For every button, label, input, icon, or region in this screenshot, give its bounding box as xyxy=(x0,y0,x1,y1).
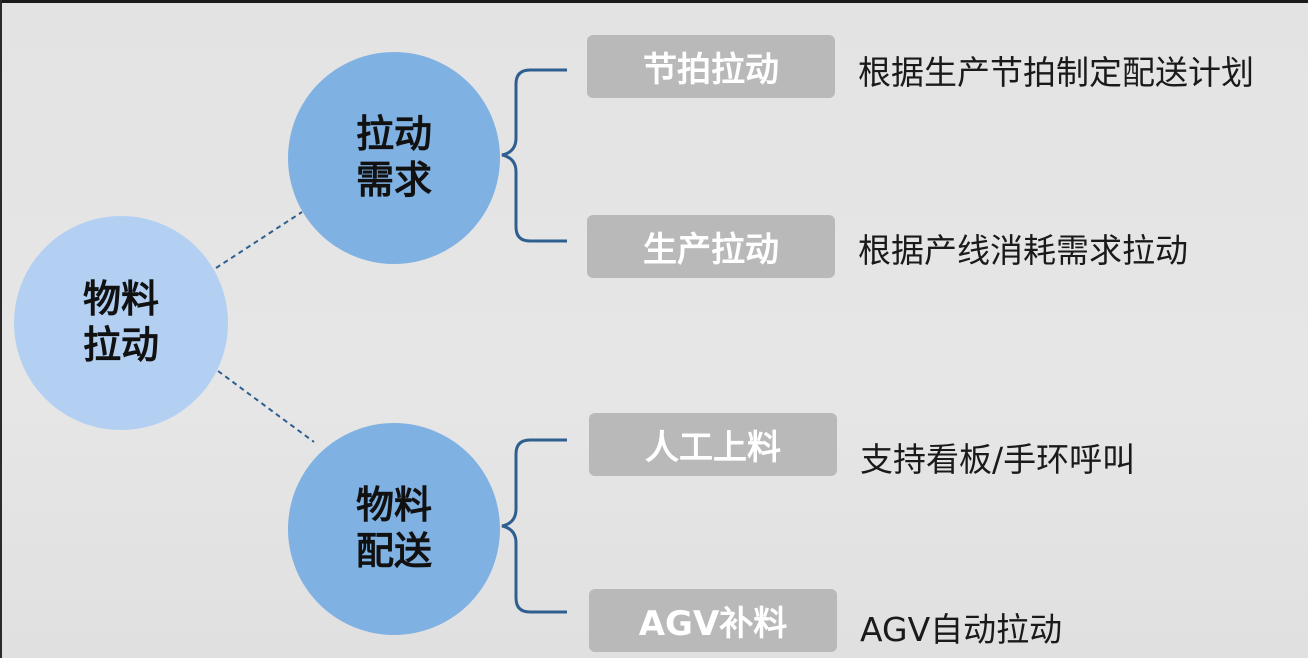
brace-upper xyxy=(501,68,567,243)
leaf-description: 根据生产节拍制定配送计划 xyxy=(858,53,1254,92)
leaf-box-agv-replenish: AGV补料 xyxy=(589,589,837,652)
top-frame-edge xyxy=(0,0,1308,3)
leaf-box-label: AGV补料 xyxy=(638,604,788,644)
left-frame-edge xyxy=(0,0,2,658)
leaf-box-takt-pull: 节拍拉动 xyxy=(587,35,835,98)
brace-lower xyxy=(501,438,567,614)
leaf-box-label: 人工上料 xyxy=(645,428,781,468)
dashed-connector-lower xyxy=(217,370,315,443)
root-node-material-pull: 物料 拉动 xyxy=(14,216,228,430)
dashed-connector-upper xyxy=(215,211,303,269)
leaf-description: AGV自动拉动 xyxy=(860,610,1063,649)
branch-node-label: 物料 配送 xyxy=(355,483,432,573)
root-node-label: 物料 拉动 xyxy=(82,277,159,367)
branch-node-label: 拉动 需求 xyxy=(355,112,432,202)
leaf-box-label: 生产拉动 xyxy=(643,230,779,270)
leaf-description: 支持看板/手环呼叫 xyxy=(860,440,1136,479)
leaf-box-manual-loading: 人工上料 xyxy=(589,413,837,476)
branch-node-pull-demand: 拉动 需求 xyxy=(288,52,500,264)
leaf-box-label: 节拍拉动 xyxy=(643,50,779,90)
leaf-description: 根据产线消耗需求拉动 xyxy=(858,231,1188,270)
leaf-box-production-pull: 生产拉动 xyxy=(587,215,835,278)
branch-node-material-delivery: 物料 配送 xyxy=(288,423,500,635)
